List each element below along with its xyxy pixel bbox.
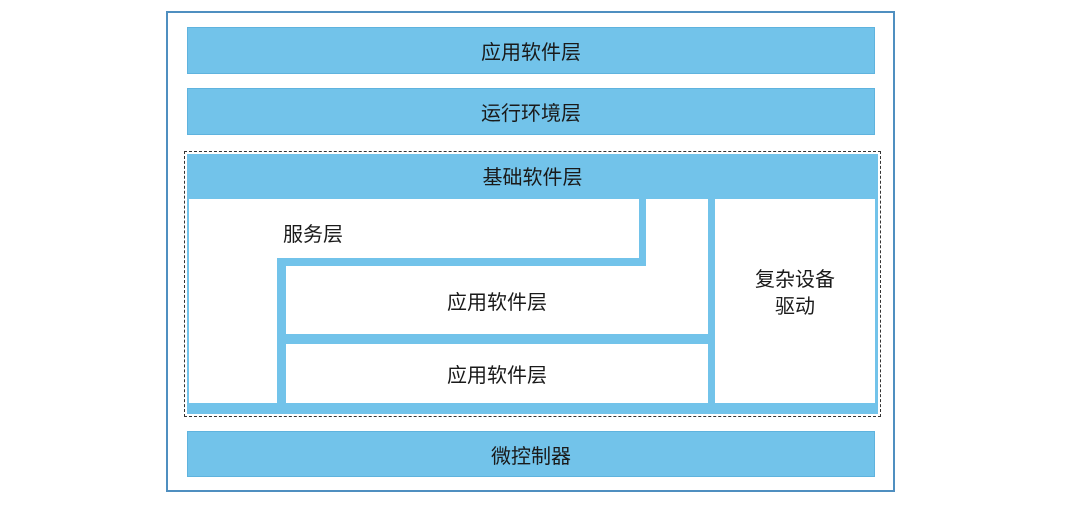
- microcontroller-layer-label: 微控制器: [491, 443, 571, 468]
- application-software-layer-label: 应用软件层: [481, 40, 581, 64]
- application-software-layer: 应用软件层: [187, 27, 875, 74]
- inner-application-layer-1-label: 应用软件层: [447, 289, 547, 314]
- service-layer-column: [189, 199, 277, 403]
- complex-device-driver-line1: 复杂设备: [755, 267, 835, 291]
- basic-software-layer-title: 基础软件层: [187, 156, 878, 194]
- complex-device-driver-block: [715, 199, 875, 403]
- inner-application-layer-2: 应用软件层: [286, 344, 708, 403]
- runtime-environment-layer: 运行环境层: [187, 88, 875, 135]
- service-layer-label: 服务层: [283, 222, 343, 246]
- inner-application-layer-1: 应用软件层: [286, 266, 708, 334]
- complex-device-driver-label: 复杂设备 驱动: [715, 265, 875, 321]
- microcontroller-layer: 微控制器: [187, 431, 875, 477]
- inner-application-layer-2-label: 应用软件层: [447, 363, 547, 387]
- basic-software-layer-label: 基础软件层: [482, 164, 583, 189]
- runtime-environment-layer-label: 运行环境层: [481, 101, 581, 125]
- complex-device-driver-line2: 驱动: [775, 294, 815, 318]
- basic-software-dashed-boundary: [184, 151, 881, 417]
